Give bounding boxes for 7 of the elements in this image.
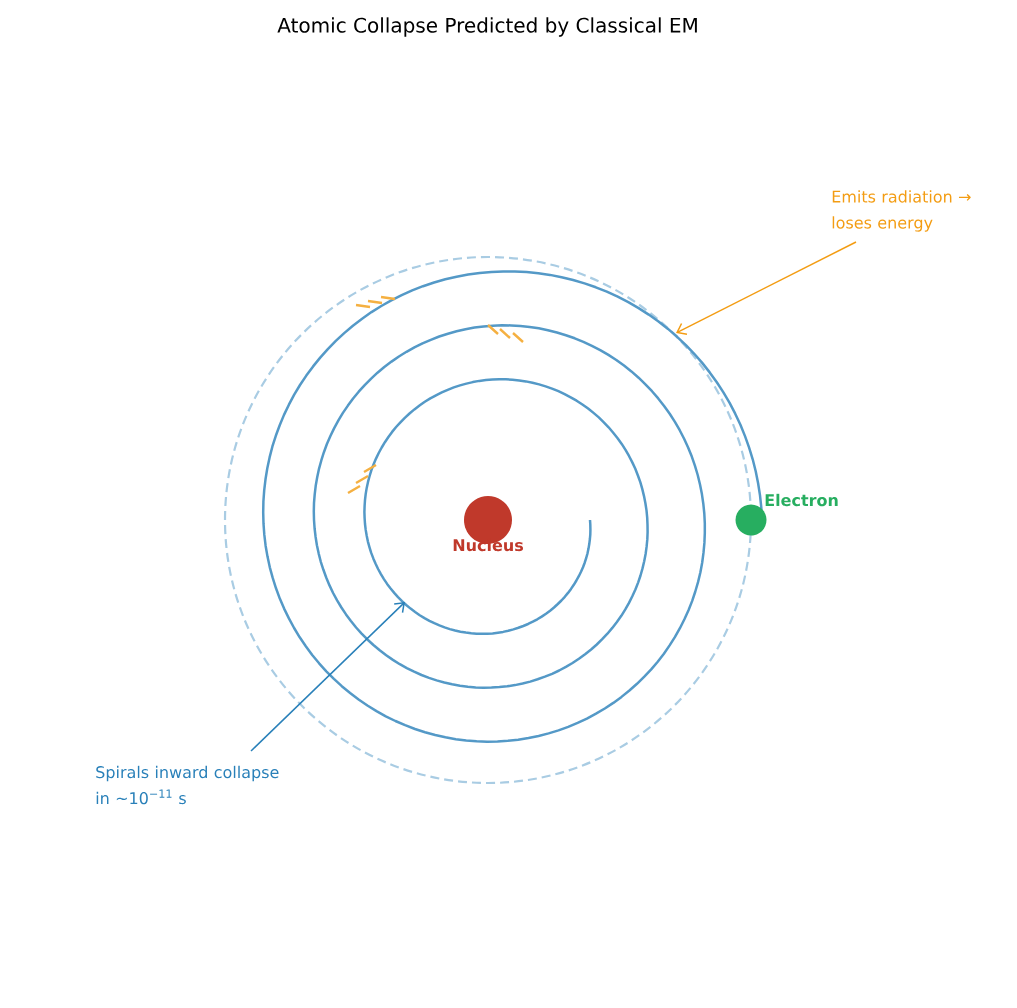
leader-arrow [250,602,405,752]
annotation: Emits radiation → loses energy [832,190,971,232]
title: Atomic Collapse Predicted by Classical EM [277,17,697,37]
electron [735,504,767,536]
leader-arrow [676,241,857,335]
annotation: Spirals inward collapse in ∼10$^{−11}$ s [96,765,279,805]
electron-label: Electron [765,493,838,507]
